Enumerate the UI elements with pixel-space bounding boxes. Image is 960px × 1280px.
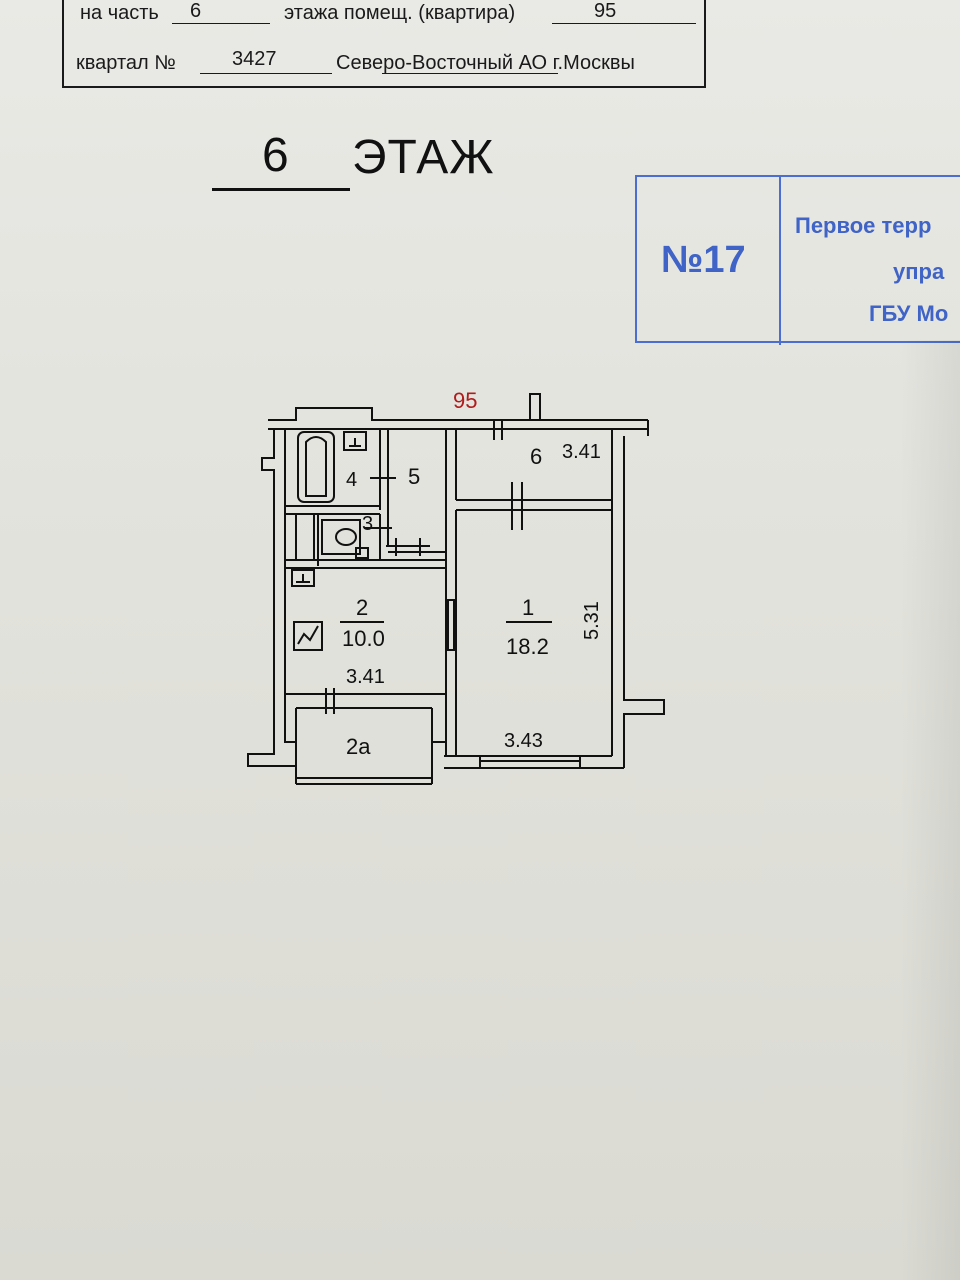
apartment-field-label: этажа помещ. (квартира) <box>284 2 516 24</box>
stamp-number: №17 <box>661 239 746 281</box>
district-underline <box>382 73 558 74</box>
top-wall-outer <box>268 407 648 421</box>
stamp-text-line3: ГБУ Мо <box>869 301 949 326</box>
apartment-field-value: 95 <box>594 0 617 22</box>
kitchen-stove <box>293 621 323 651</box>
plan-walls <box>247 393 665 785</box>
room2-area: 10.0 <box>342 626 385 651</box>
room1-width: 3.43 <box>504 730 543 752</box>
room2a-label: 2а <box>346 734 371 759</box>
block-field-underline <box>200 73 332 74</box>
floor-field-label: на часть <box>80 2 159 24</box>
room4-label: 4 <box>346 469 357 491</box>
kitchen-sink <box>291 569 315 587</box>
room1-length: 5.31 <box>581 601 603 640</box>
toilet <box>321 519 361 555</box>
vent-stub <box>529 393 541 421</box>
block-field-label: квартал № <box>76 52 176 74</box>
stamp-text-line1: Первое терр <box>795 213 932 238</box>
block-field-value: 3427 <box>232 48 277 70</box>
bath-sink <box>343 431 367 451</box>
room5-label: 5 <box>408 464 420 489</box>
room2-number: 2 <box>356 595 368 620</box>
right-wall-outer <box>623 436 665 768</box>
room1-door-niche <box>447 599 455 651</box>
stamp-divider <box>779 177 781 345</box>
header-box: на часть 6 этажа помещ. (квартира) 95 кв… <box>62 0 706 88</box>
official-stamp: №17 Первое терр упра ГБУ Мо <box>635 175 960 345</box>
left-wall-inner <box>284 429 296 743</box>
apartment-field-underline <box>552 23 696 24</box>
room1-number: 1 <box>522 595 534 620</box>
stamp-text-line2: упра <box>893 259 945 284</box>
floor-word: ЭТАЖ <box>352 131 495 184</box>
floor-field-value: 6 <box>190 0 202 22</box>
room6-width: 3.41 <box>562 441 601 463</box>
wc-cabinet <box>295 513 315 561</box>
floor-number-underline <box>212 188 350 191</box>
room6-label: 6 <box>530 444 542 469</box>
room1-area: 18.2 <box>506 634 549 659</box>
floor-field-underline <box>172 23 270 24</box>
district-text: Северо-Восточный АО г.Москвы <box>336 52 635 74</box>
floor-number: 6 <box>262 129 289 182</box>
room3-label: 3 <box>362 513 373 535</box>
bathtub <box>297 431 335 503</box>
left-wall-outer <box>247 429 296 767</box>
room2-width: 3.41 <box>346 666 385 688</box>
apartment-number-label: 95 <box>453 388 477 413</box>
